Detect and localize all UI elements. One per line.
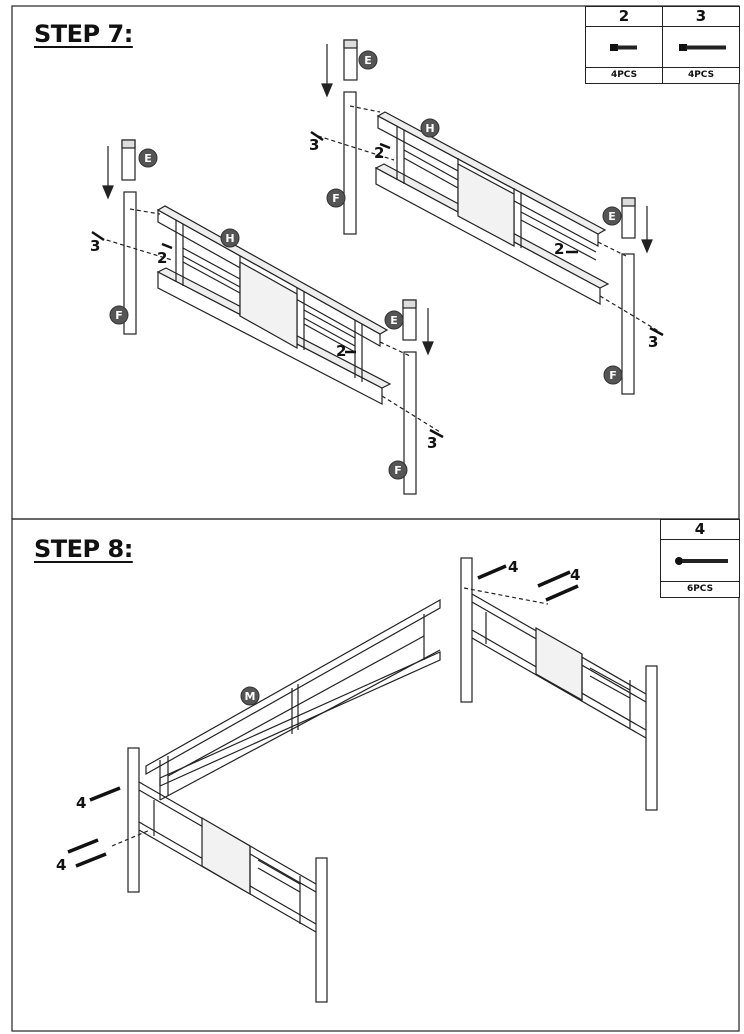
label-f-3: F [332,192,340,205]
label-e-1: E [144,152,152,165]
extra-long-bolt-icon [661,540,739,581]
label-e-circle-3 [358,50,378,70]
callout-4-a: 4 [508,558,518,576]
label-h-circle-2 [420,118,440,138]
callout-4-b: 4 [570,566,580,584]
step8-hardware-table: 4 6PCS [660,519,740,598]
hardware-col-3: 3 4PCS [663,7,739,83]
label-h-circle-1 [220,228,240,248]
hardware-quantity: 4PCS [663,67,739,83]
hardware-number: 4 [661,520,739,540]
callout-2-a: 2 [157,249,167,267]
step8-title: STEP 8: [34,535,133,563]
callout-3-a: 3 [90,237,100,255]
label-m: M [245,690,256,703]
hardware-col-4: 4 6PCS [661,520,739,597]
callout-3-d: 3 [648,333,658,351]
hardware-number: 3 [663,7,739,27]
callout-3-c: 3 [309,136,319,154]
callout-4-c: 4 [76,794,86,812]
step7-title: STEP 7: [34,20,133,48]
hardware-number: 2 [586,7,662,27]
label-f-circle-4 [603,365,623,385]
step8-frame [11,518,740,1032]
label-e-4: E [608,210,616,223]
hardware-quantity: 6PCS [661,581,739,597]
callout-4-d: 4 [56,856,66,874]
callout-3-b: 3 [427,434,437,452]
part-label-circles [109,50,623,706]
label-e-2: E [390,314,398,327]
step7-hardware-table: 2 4PCS 3 4PCS [585,6,740,84]
label-f-4: F [609,369,617,382]
hardware-quantity: 4PCS [586,67,662,83]
label-h-2: H [425,122,434,135]
label-e-circle-2 [384,310,404,330]
callout-2-d: 2 [554,240,564,258]
callout-2-b: 2 [336,342,346,360]
step7-left-assembly [91,139,444,495]
label-m-circle [240,686,260,706]
label-e-circle-4 [602,206,622,226]
label-f-circle-2 [388,460,408,480]
label-f-2: F [394,464,402,477]
callout-2-c: 2 [374,144,384,162]
label-e-3: E [364,54,372,67]
label-f-circle-3 [326,188,346,208]
long-bolt-icon [663,27,739,67]
label-f-circle-1 [109,305,129,325]
label-h-1: H [225,232,234,245]
hardware-col-2: 2 4PCS [586,7,663,83]
short-bolt-icon [586,27,662,67]
step7-right-assembly [310,39,664,395]
label-e-circle-1 [138,148,158,168]
step8-assembly [67,557,658,1003]
label-f-1: F [115,309,123,322]
